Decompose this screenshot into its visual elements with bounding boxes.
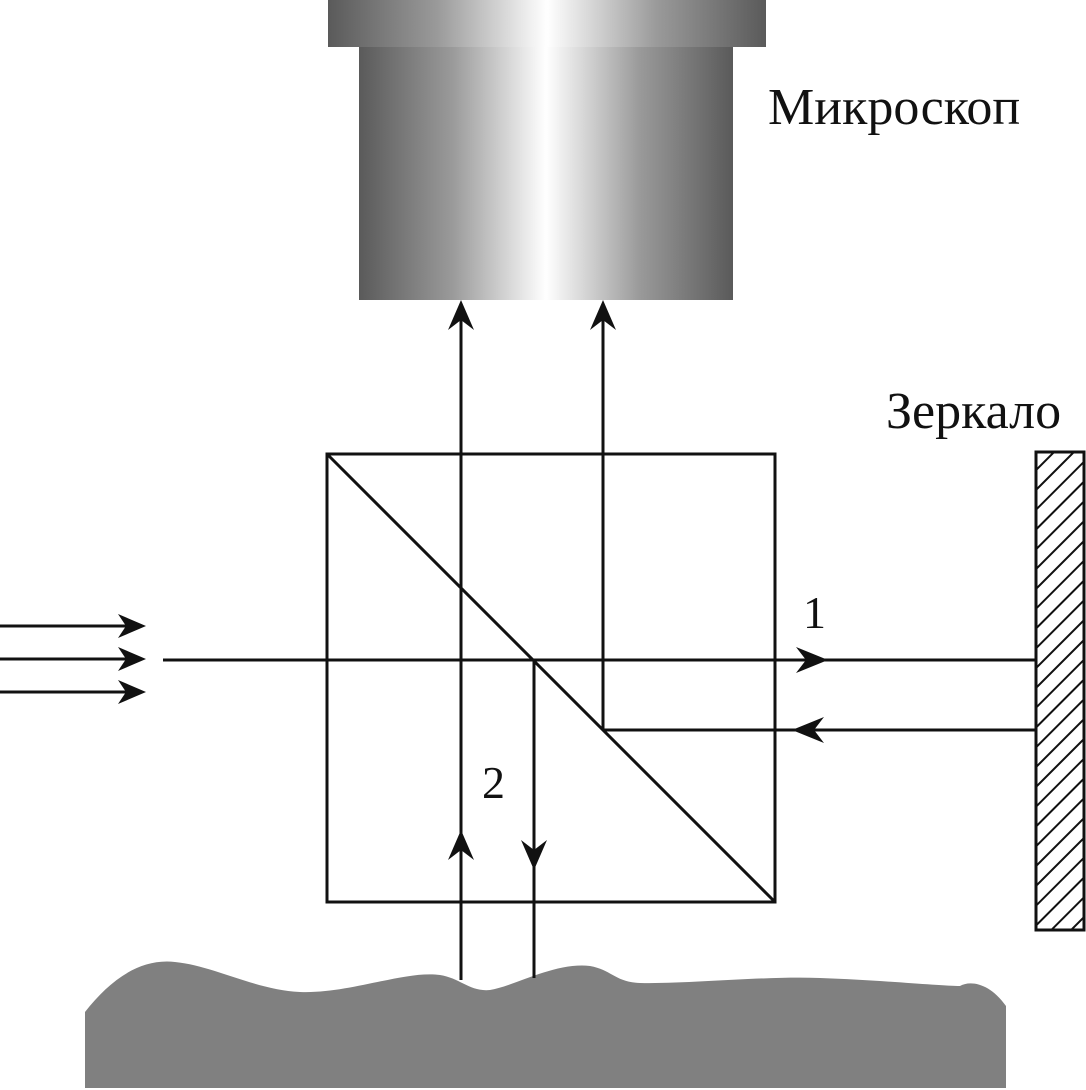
beam-2-label: 2 [482, 757, 505, 808]
arrowhead-up-icon [590, 300, 616, 330]
splitter-diagonal [325, 452, 777, 904]
arrowhead-right-icon [118, 614, 146, 638]
arrowhead-down-icon [521, 840, 547, 870]
microscope-top-flange [328, 0, 766, 47]
mirror-label: Зеркало [886, 383, 1061, 440]
incoming-beams [0, 614, 146, 704]
microscope-label: Микроскоп [768, 79, 1020, 136]
arrowhead-right-icon [796, 647, 828, 673]
beam-splitter-cube [325, 452, 777, 904]
sample-surface [85, 961, 1006, 1088]
arrowhead-up-icon [448, 300, 474, 330]
arrowhead-up-icon [448, 830, 474, 860]
mirror [1034, 450, 1086, 932]
arrowhead-left-icon [792, 717, 824, 743]
beam-1-label: 1 [803, 587, 826, 638]
microscope-objective [359, 47, 733, 300]
microscope [328, 0, 766, 300]
arrowhead-right-icon [118, 680, 146, 704]
arrowhead-right-icon [118, 647, 146, 671]
cube-outline [325, 452, 777, 904]
